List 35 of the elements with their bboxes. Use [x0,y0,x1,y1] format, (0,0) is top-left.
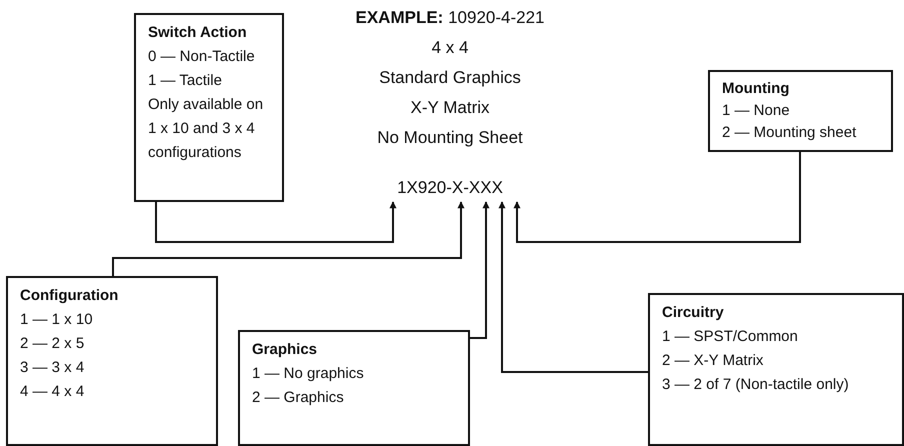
option-text: 4 — 4 x 4 [20,382,86,402]
option-text: 1 — Tactile [148,71,223,91]
heading: Switch Action [148,23,248,43]
arrow [112,201,464,276]
note-text: Only available on 1 x 10 and 3 x 4 configurations [148,95,264,163]
example-text: Standard Graphics [379,68,521,88]
arrow [514,152,801,243]
option-text: 2 — 2 x 5 [20,334,86,354]
option-text: 2 — Graphics [252,388,345,408]
example-heading: EXAMPLE: 10920-4-221 [356,8,544,28]
option-box [6,276,218,446]
option-text: 1 — 1 x 10 [20,310,94,330]
part-number-code: 1X920-X-XXX [397,177,503,199]
heading: Circuitry [662,303,725,323]
heading: Configuration [20,286,120,306]
option-box [238,330,470,446]
arrow [470,201,490,339]
option-box [708,70,893,152]
example-text: 4 x 4 [432,38,468,58]
option-text: 3 — 2 of 7 (Non-tactile only) [662,375,850,395]
example-text: X-Y Matrix [410,98,490,118]
option-box [134,13,284,202]
option-text: 0 — Non-Tactile [148,47,256,67]
option-text: 1 — SPST/Common [662,327,799,347]
example-text: No Mounting Sheet [377,128,523,148]
option-box [648,293,904,446]
option-text: 3 — 3 x 4 [20,358,86,378]
option-text: 1 — No graphics [252,364,365,384]
option-text: 2 — Mounting sheet [722,123,858,143]
option-text: 1 — None [722,101,791,121]
heading: Mounting [722,79,790,99]
arrow [498,201,648,373]
arrow [155,201,396,243]
option-text: 2 — X-Y Matrix [662,351,764,371]
heading: Graphics [252,340,318,360]
